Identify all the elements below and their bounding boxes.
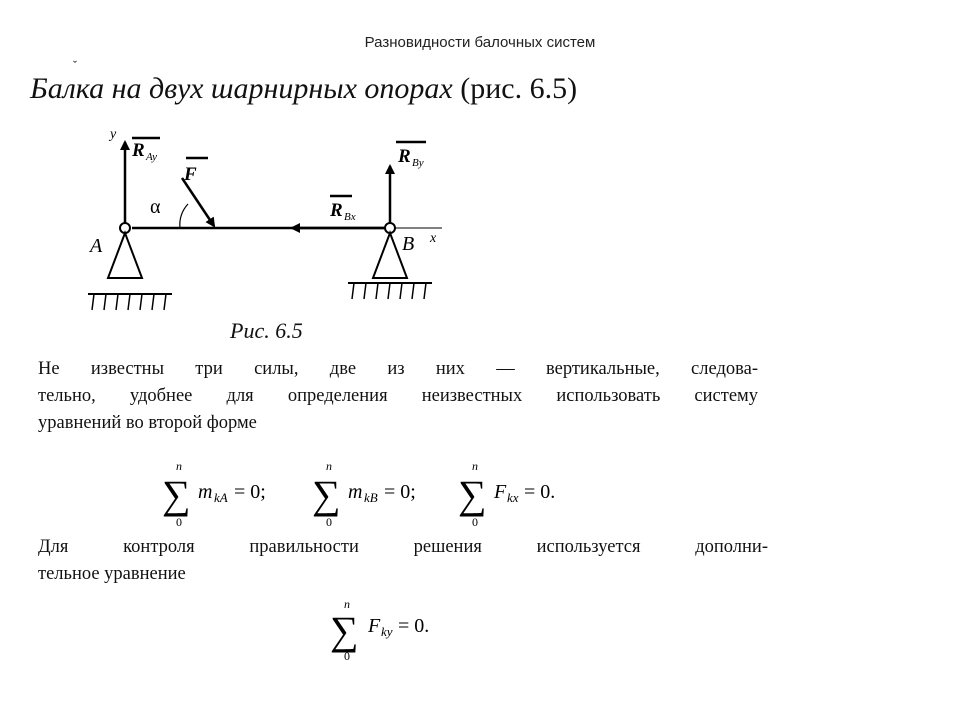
support-a — [88, 222, 172, 311]
r-by-label: R — [397, 146, 411, 167]
svg-text:0: 0 — [326, 515, 332, 529]
svg-text:F: F — [367, 615, 381, 637]
svg-text:m: m — [198, 481, 212, 503]
svg-text:∑: ∑ — [162, 472, 191, 517]
support-b-label: B — [402, 233, 414, 255]
svg-text:0: 0 — [344, 649, 350, 663]
svg-text:n: n — [176, 459, 182, 473]
tick-mark: ˇ — [73, 58, 77, 72]
r-ay-sub: Ay — [145, 151, 157, 163]
r-bx-sub: Bx — [344, 211, 356, 223]
para1-line-3: уравнений во второй форме — [38, 413, 257, 433]
svg-text:0: 0 — [472, 515, 478, 529]
support-a-label: A — [88, 235, 103, 257]
force-f-arrow — [180, 177, 216, 228]
para1-line-1: Не известны три силы, две из них — верти… — [38, 359, 758, 379]
svg-text:= 0;: = 0; — [384, 481, 416, 503]
svg-text:= 0;: = 0; — [234, 481, 266, 503]
svg-text:∑: ∑ — [458, 472, 487, 517]
force-f-label: F — [183, 164, 197, 185]
equation-3: n ∑ 0 F kx = 0. — [458, 459, 555, 529]
r-bx-label: R — [329, 200, 343, 221]
equation-2: n ∑ 0 m kB = 0; — [312, 459, 416, 529]
svg-text:∑: ∑ — [330, 608, 359, 653]
svg-text:kB: kB — [364, 490, 378, 505]
support-b — [348, 222, 432, 300]
svg-text:kA: kA — [214, 490, 228, 505]
control-equation: n ∑ 0 F ky = 0. — [330, 597, 429, 663]
svg-text:m: m — [348, 481, 362, 503]
svg-text:kx: kx — [507, 490, 519, 505]
svg-text:0: 0 — [176, 515, 182, 529]
equations-row: n ∑ 0 m kA = 0; n ∑ 0 m kB = 0; n ∑ 0 F … — [162, 459, 555, 529]
svg-text:n: n — [326, 459, 332, 473]
svg-text:= 0.: = 0. — [524, 481, 555, 503]
section-title-ref: (рис. 6.5) — [452, 72, 578, 105]
y-axis-label: y — [108, 127, 117, 142]
svg-text:= 0.: = 0. — [398, 615, 429, 637]
r-ay-label: R — [131, 140, 145, 161]
angle-arc — [179, 203, 189, 229]
figure-caption: Рис. 6.5 — [230, 318, 303, 343]
section-title: Балка на двух шарнирных опорах (рис. 6.5… — [30, 72, 577, 106]
svg-text:n: n — [344, 597, 350, 611]
slide-header: Разновидности балочных систем — [364, 34, 596, 51]
svg-text:∑: ∑ — [312, 472, 341, 517]
angle-label: α — [150, 196, 161, 218]
beam-diagram: y x A B α F R Ay R By R Bx — [88, 127, 442, 311]
equation-1: n ∑ 0 m kA = 0; — [162, 459, 266, 529]
svg-text:n: n — [472, 459, 478, 473]
section-title-main: Балка на двух шарнирных опорах — [30, 72, 453, 105]
para2-line-2: тельное уравнение — [38, 564, 186, 584]
paragraph-2: Для контроля правильности решения исполь… — [38, 534, 768, 588]
para2-line-1: Для контроля правильности решения исполь… — [38, 537, 768, 557]
para1-line-2: тельно, удобнее для определения неизвест… — [38, 386, 758, 406]
x-axis-label: x — [429, 231, 437, 246]
r-by-sub: By — [412, 157, 424, 169]
svg-text:F: F — [493, 481, 507, 503]
svg-text:ky: ky — [381, 624, 393, 639]
paragraph-1: Не известны три силы, две из них — верти… — [38, 356, 758, 437]
